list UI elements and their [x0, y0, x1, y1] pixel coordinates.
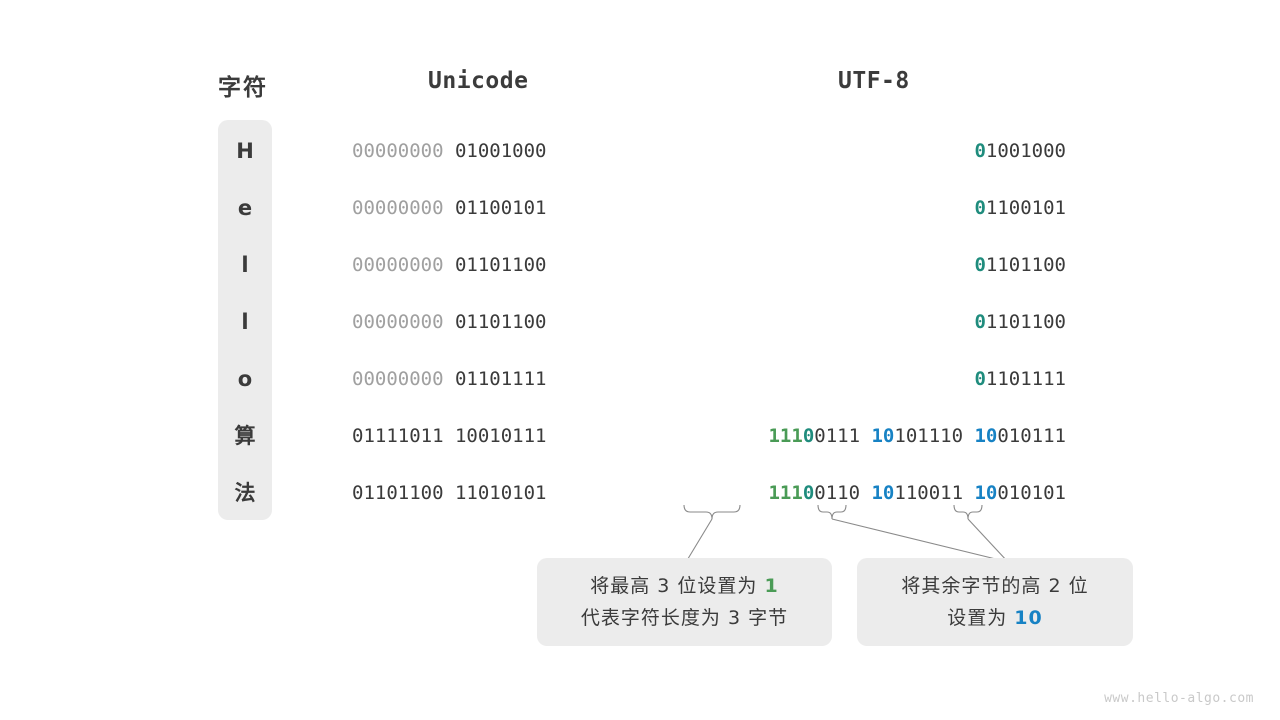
utf8-payload-bits: 1101100: [985, 254, 1066, 276]
unicode-high-byte: 01111011: [352, 425, 444, 447]
utf8-continuation-marker-bits: 10: [974, 425, 998, 447]
unicode-space: [444, 140, 455, 162]
utf8-byte3-payload: 010101: [997, 482, 1066, 504]
unicode-low-byte: 01100101: [454, 197, 547, 219]
unicode-space: [444, 197, 455, 219]
utf8-space: [860, 425, 871, 447]
character-column-panel: [218, 120, 272, 520]
utf8-payload-bits: 1101100: [985, 311, 1066, 333]
brace-continuation-marker-2: [817, 504, 847, 520]
watermark: www.hello-algo.com: [1104, 691, 1254, 706]
utf8-continuation-marker-bits: 10: [974, 482, 998, 504]
utf8-marker-bits: 0: [974, 368, 986, 390]
annotation-text: 将最高 3 位设置为: [590, 575, 765, 597]
utf8-marker-terminator-bit: 0: [802, 482, 815, 504]
utf8-marker-bits: 0: [974, 140, 986, 162]
unicode-high-byte: 00000000: [352, 254, 444, 276]
utf8-byte2-payload: 110011: [894, 482, 964, 504]
utf8-marker-bits: 0: [974, 197, 986, 219]
brace-length-marker: [683, 504, 741, 520]
unicode-cell: 01111011 10010111: [352, 422, 546, 450]
character-cell: l: [241, 253, 249, 277]
annotation-length-marker: 将最高 3 位设置为 1 代表字符长度为 3 字节: [537, 558, 832, 646]
character-cell: H: [236, 139, 254, 163]
utf8-cell: 01101100: [974, 251, 1066, 279]
unicode-high-byte: 00000000: [352, 368, 444, 390]
unicode-low-byte: 01101111: [454, 368, 547, 390]
character-cell: 法: [234, 481, 256, 505]
utf8-space: [963, 425, 974, 447]
unicode-low-byte: 01001000: [454, 140, 547, 162]
character-cell: o: [237, 367, 253, 391]
column-header-unicode: Unicode: [428, 68, 529, 94]
leader-line-continuation-2: [831, 518, 1009, 563]
unicode-cell: 00000000 01100101: [352, 194, 546, 222]
utf8-byte3-payload: 010111: [997, 425, 1066, 447]
unicode-high-byte: 00000000: [352, 197, 444, 219]
annotation-continuation-marker: 将其余字节的高 2 位 设置为 10: [857, 558, 1133, 646]
annotation-highlight-value: 10: [1014, 607, 1043, 629]
utf8-byte1-payload: 0110: [814, 482, 861, 504]
unicode-cell: 00000000 01101100: [352, 251, 546, 279]
unicode-space: [444, 425, 455, 447]
utf8-cell: 01101111: [974, 365, 1066, 393]
utf8-space: [963, 482, 974, 504]
leader-line-length-marker: [685, 518, 713, 563]
utf8-payload-bits: 1001000: [985, 140, 1066, 162]
unicode-low-byte: 01101100: [454, 254, 547, 276]
unicode-high-byte: 00000000: [352, 311, 444, 333]
utf8-marker-terminator-bit: 0: [802, 425, 815, 447]
utf8-marker-bits: 0: [974, 254, 986, 276]
unicode-cell: 00000000 01001000: [352, 137, 546, 165]
unicode-high-byte: 00000000: [352, 140, 444, 162]
unicode-low-byte: 10010111: [454, 425, 547, 447]
utf8-payload-bits: 1101111: [985, 368, 1066, 390]
annotation-line: 将最高 3 位设置为 1: [590, 570, 778, 602]
utf8-continuation-marker-bits: 10: [871, 482, 895, 504]
unicode-high-byte: 01101100: [352, 482, 444, 504]
utf8-cell: 01100101: [974, 194, 1066, 222]
annotation-line: 将其余字节的高 2 位: [901, 575, 1089, 597]
utf8-byte1-payload: 0111: [814, 425, 861, 447]
utf8-byte2-payload: 101110: [894, 425, 964, 447]
unicode-space: [444, 482, 455, 504]
annotation-text: 设置为: [947, 607, 1015, 629]
unicode-space: [444, 368, 455, 390]
annotation-line: 代表字符长度为 3 字节: [580, 607, 789, 629]
utf8-cell: 11100110 10110011 10010101: [768, 479, 1066, 507]
leader-line-continuation-3: [967, 518, 1009, 563]
utf8-payload-bits: 1100101: [985, 197, 1066, 219]
utf8-cell: 11100111 10101110 10010111: [768, 422, 1066, 450]
brace-continuation-marker-3: [953, 504, 983, 520]
utf8-space: [860, 482, 871, 504]
column-header-character: 字符: [218, 75, 268, 101]
character-cell: e: [237, 196, 253, 220]
unicode-low-byte: 11010101: [454, 482, 547, 504]
utf8-length-marker-bits: 111: [768, 482, 803, 504]
column-header-utf8: UTF-8: [838, 68, 910, 94]
utf8-continuation-marker-bits: 10: [871, 425, 895, 447]
utf8-cell: 01001000: [974, 137, 1066, 165]
unicode-cell: 00000000 01101111: [352, 365, 546, 393]
utf8-length-marker-bits: 111: [768, 425, 803, 447]
unicode-space: [444, 311, 455, 333]
character-cell: l: [241, 310, 249, 334]
unicode-cell: 00000000 01101100: [352, 308, 546, 336]
character-cell: 算: [234, 424, 256, 448]
annotation-line: 设置为 10: [947, 602, 1043, 634]
utf8-marker-bits: 0: [974, 311, 986, 333]
unicode-cell: 01101100 11010101: [352, 479, 546, 507]
utf8-cell: 01101100: [974, 308, 1066, 336]
unicode-low-byte: 01101100: [454, 311, 547, 333]
annotation-highlight-value: 1: [764, 575, 779, 597]
unicode-space: [444, 254, 455, 276]
